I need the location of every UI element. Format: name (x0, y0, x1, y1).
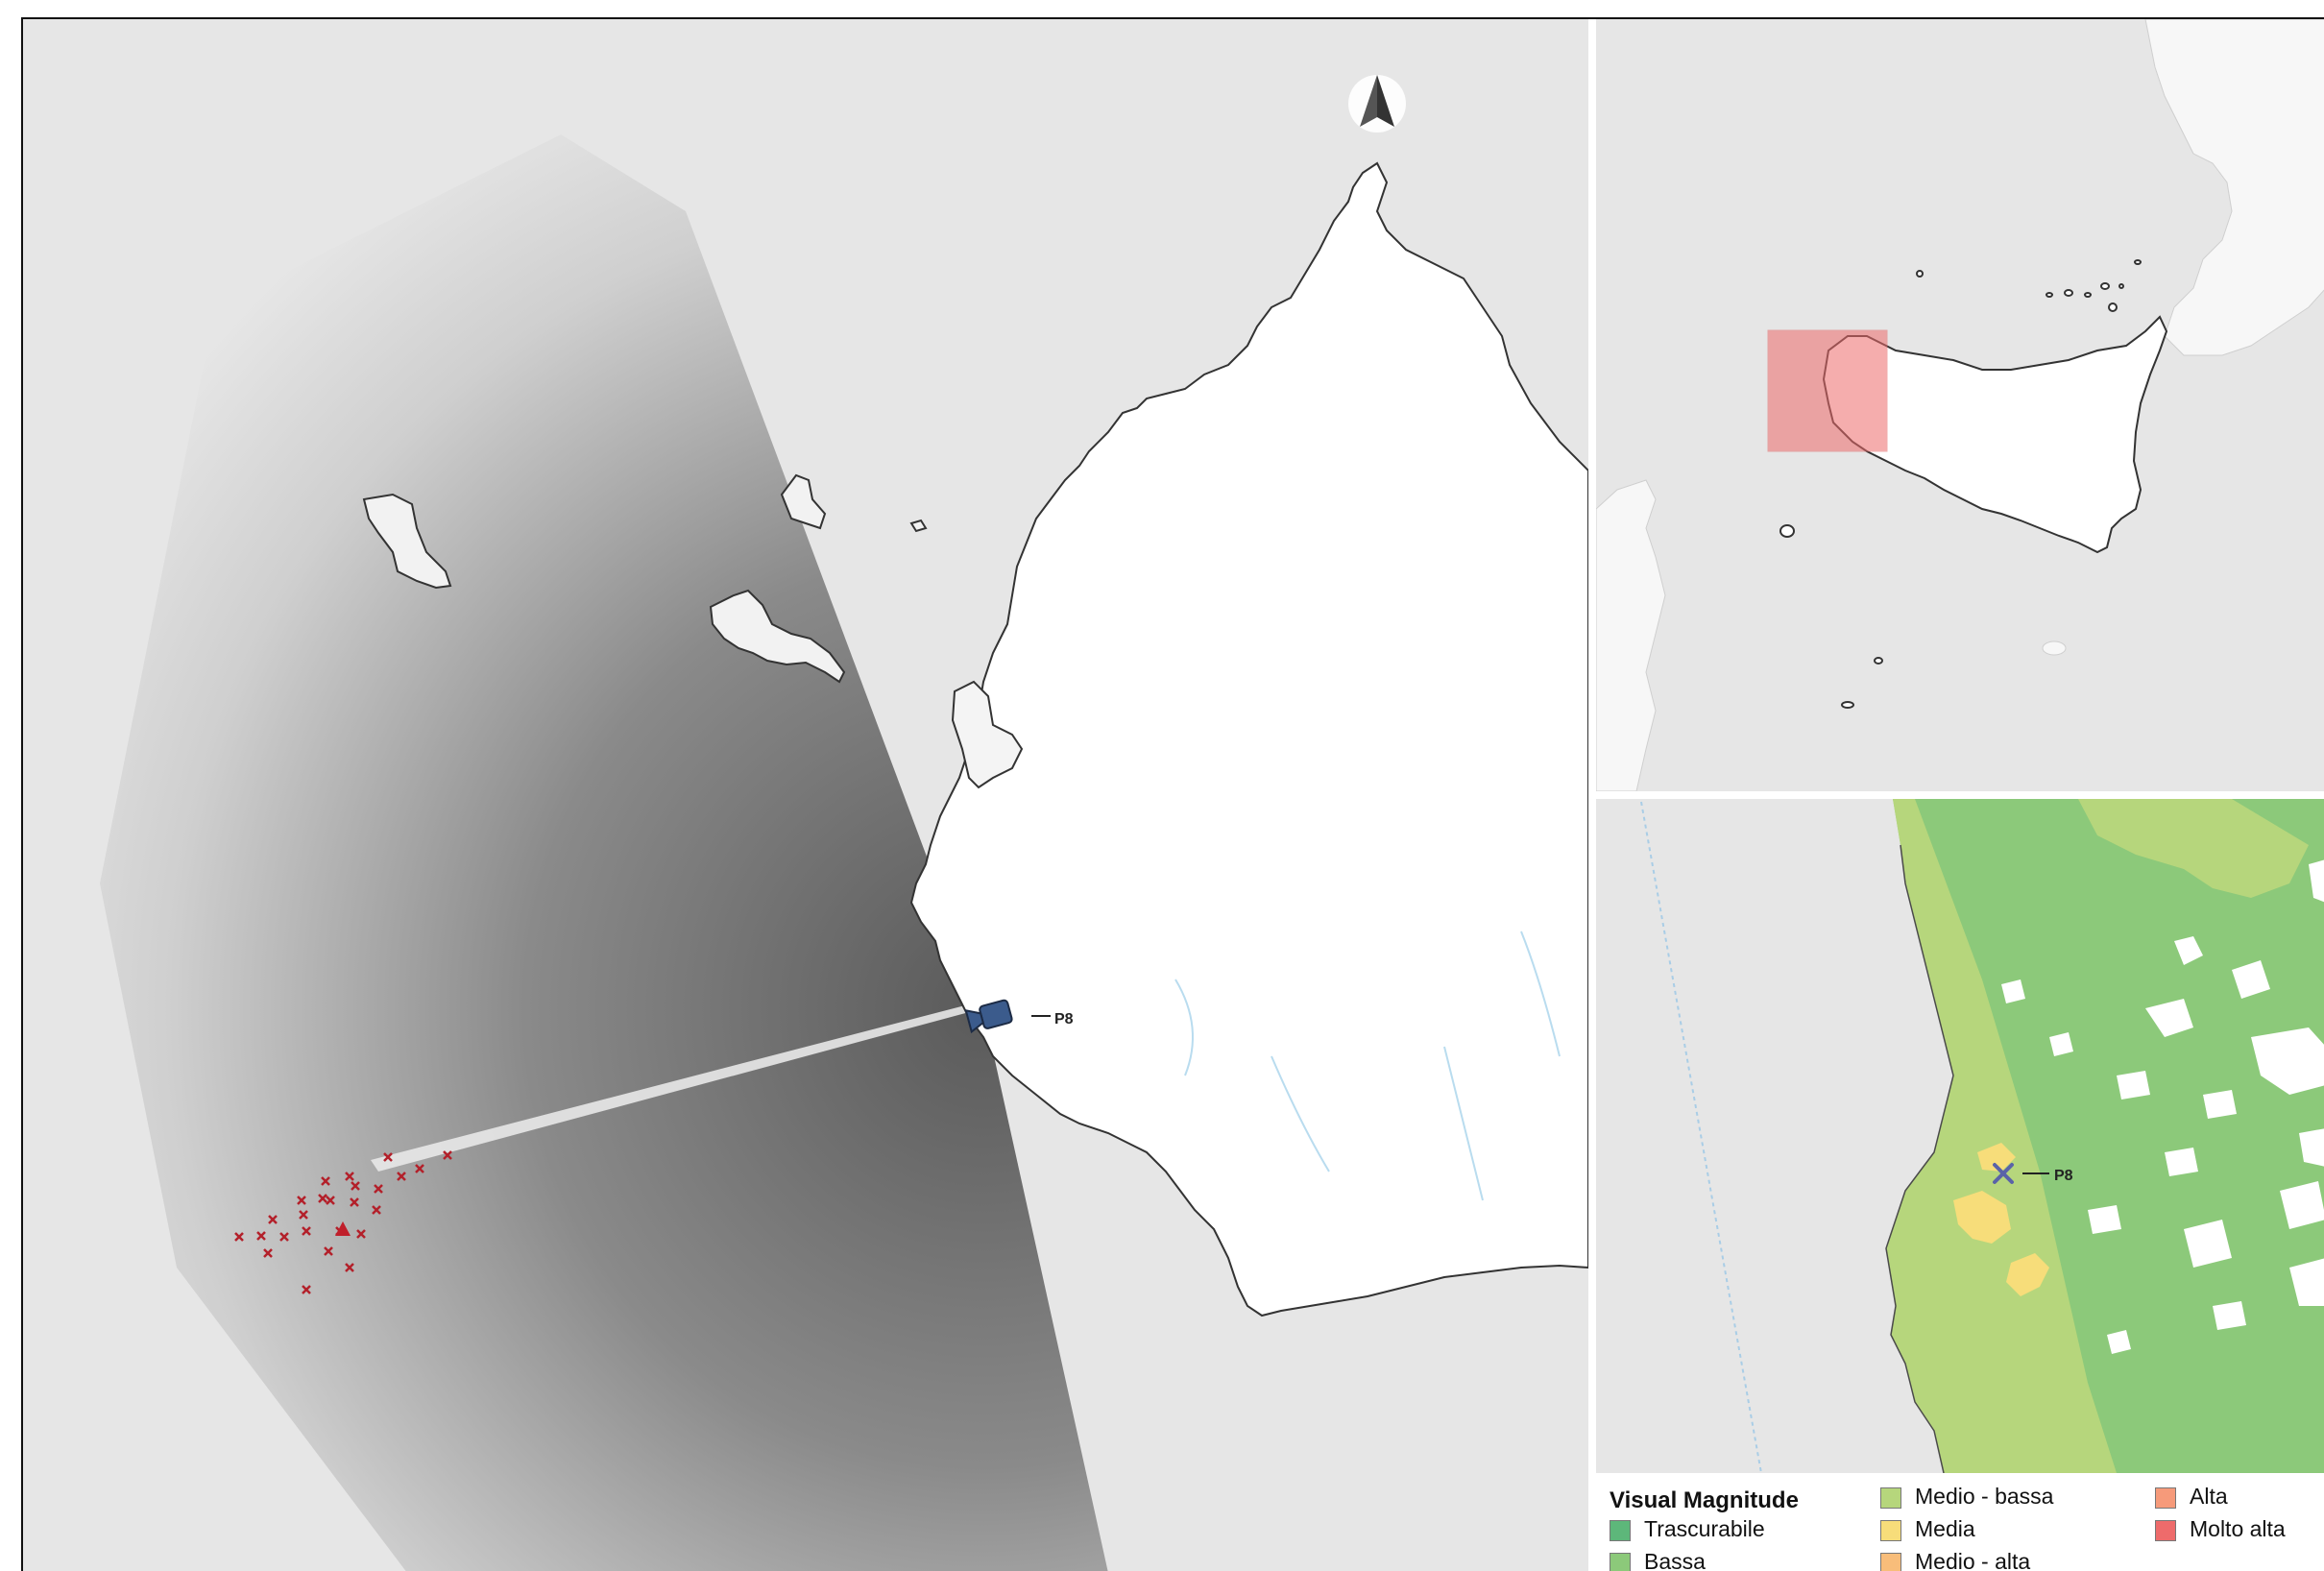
malta-landmass (2042, 640, 2067, 656)
map-canvas: P8 (23, 19, 2324, 1571)
zone-medio-bassa-upper (2078, 799, 2309, 898)
legend-swatch (1610, 1552, 1631, 1571)
turbine-marker-icon (335, 1221, 351, 1236)
turbine-cross (374, 1184, 383, 1194)
zone-media-3 (1977, 1143, 2016, 1172)
zone-medio-bassa (1886, 799, 2117, 1473)
turbine-cross (234, 1232, 244, 1242)
river (1443, 1046, 1484, 1201)
tunisia-landmass (1596, 479, 1666, 791)
river (1520, 931, 1561, 1057)
legend-item-medio-bassa: Medio - bassa (1880, 1483, 2053, 1510)
island-marettimo (362, 493, 452, 590)
legend-swatch (2155, 1519, 2176, 1541)
offshore-dashed-line (1640, 801, 1762, 1473)
legend-swatch (2155, 1486, 2176, 1509)
island-ustica (1916, 270, 1924, 278)
turbine-cross (372, 1205, 381, 1215)
turbine-cross (351, 1181, 360, 1191)
turbine-cross (383, 1152, 393, 1162)
legend-item-medio-alta: Medio - alta (1880, 1548, 2030, 1571)
viewpoint-cross-icon (1993, 1163, 2014, 1184)
islet (909, 519, 928, 533)
legend-swatch (1880, 1519, 1901, 1541)
island-pantelleria (1779, 524, 1795, 538)
line-of-sight (371, 1001, 983, 1172)
detail-coastline (1885, 844, 1954, 1473)
camera-icon (964, 999, 1013, 1034)
turbine-cross (345, 1172, 354, 1181)
river (1271, 1055, 1330, 1172)
inset-overview (1596, 19, 2324, 791)
island-levanzo (780, 473, 827, 530)
turbine-cross (302, 1285, 311, 1294)
river (1174, 979, 1194, 1076)
turbine-cross (326, 1196, 335, 1205)
calabria-landmass (2144, 19, 2324, 356)
turbine-cross (397, 1172, 406, 1181)
legend-item-molto-alta: Molto alta (2155, 1515, 2286, 1542)
legend-swatch (1880, 1486, 1901, 1509)
zone-media (1953, 1191, 2011, 1244)
island-favignana (709, 589, 846, 684)
viewpoint-label: P8 (1054, 1011, 1074, 1027)
inset-divider (1596, 791, 2324, 799)
turbine-cross (443, 1150, 452, 1160)
legend-title: Visual Magnitude (1610, 1487, 1799, 1513)
turbine-cross (321, 1176, 330, 1186)
island-linosa (1874, 657, 1883, 665)
aeolian-islands (2046, 259, 2142, 312)
turbine-cross (302, 1226, 311, 1236)
turbine-cross (279, 1232, 289, 1242)
turbine-cross (263, 1248, 273, 1258)
turbine-cross (350, 1197, 359, 1207)
turbine-cross (318, 1194, 327, 1203)
island-lampedusa (1841, 701, 1854, 709)
turbine-cluster (234, 1150, 452, 1294)
turbine-cross (324, 1246, 333, 1256)
legend-item-media: Media (1880, 1515, 1975, 1542)
panel-divider (1588, 19, 1596, 1571)
inset-detail: P8 (1596, 799, 2324, 1473)
turbine-cross (415, 1164, 424, 1173)
legend-item-bassa: Bassa (1610, 1548, 1706, 1571)
legend-item-trascurabile: Trascurabile (1610, 1515, 1765, 1542)
viewshed-cone (100, 134, 1108, 1571)
main-map: P8 (23, 19, 1588, 1571)
north-arrow-icon (1348, 75, 1406, 133)
legend-swatch (1610, 1519, 1631, 1541)
turbine-cross (345, 1263, 354, 1272)
legend-item-alta: Alta (2155, 1483, 2228, 1510)
legend: Visual Magnitude Trascurabile Bassa Medi… (1594, 1473, 2324, 1571)
turbine-cross (256, 1231, 266, 1241)
turbine-cross (299, 1210, 308, 1220)
turbine-cross (268, 1215, 278, 1224)
zone-media-2 (2006, 1253, 2049, 1296)
lagoon-island (951, 680, 1024, 789)
detail-viewpoint-label: P8 (2054, 1168, 2073, 1184)
turbine-cross (297, 1196, 306, 1205)
study-area-highlight (1767, 329, 1888, 452)
no-visibility-patches (2001, 859, 2324, 1354)
sicily-landmass (1822, 315, 2168, 554)
turbine-cross (356, 1229, 366, 1239)
map-frame: P8 (21, 17, 2324, 1571)
legend-swatch (1880, 1552, 1901, 1571)
